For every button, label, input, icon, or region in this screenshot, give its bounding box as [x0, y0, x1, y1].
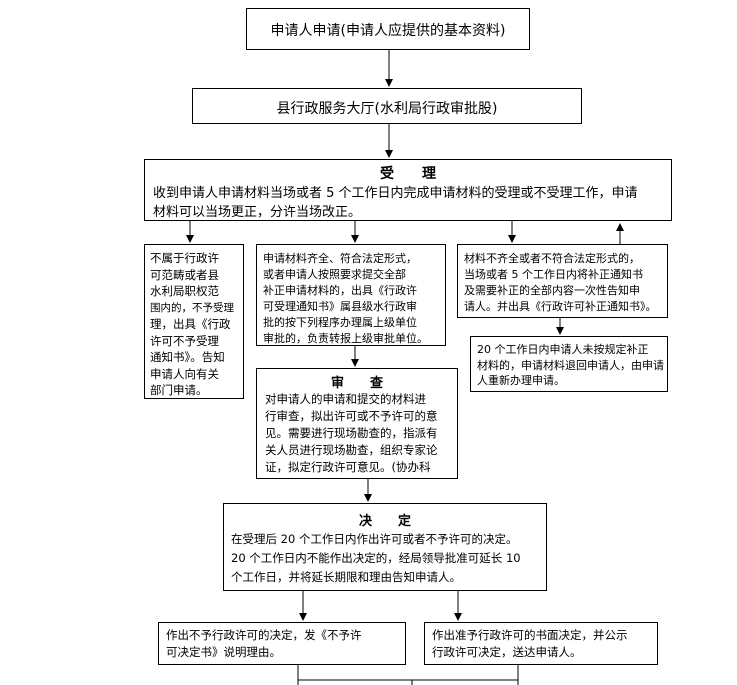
grant-line: 作出准予行政许可的书面决定，并公示	[432, 628, 628, 642]
decide-line: 在受理后 20 个工作日内作出许可或者不予许可的决定。	[231, 532, 518, 546]
apply-box: 申请人申请(申请人应提供的基本资料)	[246, 8, 530, 50]
apply-text: 申请人申请(申请人应提供的基本资料)	[270, 23, 506, 39]
incomplete-line: 请人。并出具《行政许可补正通知书》。	[464, 300, 657, 313]
overdue-line: 人重新办理申请。	[477, 374, 565, 387]
reject-line: 部门申请。	[150, 383, 208, 397]
overdue-line: 20 个工作日内申请人未按规定补正	[477, 343, 649, 356]
complete-line: 审批的，负责转报上级审批单位。	[263, 332, 428, 345]
grant-line: 行政许可决定，送达申请人。	[432, 645, 582, 659]
grant-box: 作出准予行政许可的书面决定，并公示 行政许可决定，送达申请人。	[424, 622, 658, 665]
review-line: 见。需要进行现场勘查的，指派有	[265, 426, 438, 440]
incomplete-line: 当场或者 5 个工作日内将补正通知书	[464, 268, 643, 281]
incomplete-line: 材料不齐全或者不符合法定形式的，	[464, 252, 640, 265]
reject-line: 不属于行政许	[150, 251, 219, 265]
reject-line: 水利局职权范	[150, 284, 219, 298]
overdue-box: 20 个工作日内申请人未按规定补正 材料的，申请材料退回申请人，由申请 人重新办…	[470, 336, 668, 392]
complete-line: 可受理通知书》属县级水行政审	[263, 300, 417, 313]
reject-line: 许可不予受理	[150, 333, 219, 348]
incomplete-box: 材料不齐全或者不符合法定形式的， 当场或者 5 个工作日内将补正通知书 及需要补…	[457, 244, 668, 318]
review-line: 证，拟定行政许可意见。(协办科	[265, 460, 431, 474]
complete-line: 补正申请材料的，出具《行政许	[263, 284, 417, 297]
deny-line: 可决定书》说明理由。	[166, 645, 281, 659]
reject-line: 申请人向有关	[150, 366, 219, 381]
overdue-line: 材料的，申请材料退回申请人，由申请	[477, 358, 664, 372]
decide-line: 20 个工作日内不能作出决定的，经局领导批准可延长 10	[231, 551, 521, 565]
review-box: 审 查 对申请人的申请和提交的材料进 行审查，拟出许可或不予许可的意 见。需要进…	[256, 368, 458, 479]
complete-line: 申请材料齐全、符合法定形式，	[263, 252, 417, 265]
complete-line: 或者申请人按照要求提交全部	[263, 268, 406, 281]
deny-line: 作出不予行政许可的决定，发《不予许	[166, 628, 362, 642]
reject-line: 围内的，不予受理	[150, 301, 234, 314]
accept-body-line-2: 材料可以当场更正，分许当场改正。	[153, 205, 362, 220]
accept-body-line-1: 收到申请人申请材料当场或者 5 个工作日内完成申请材料的受理或不受理工作，申请	[153, 186, 638, 201]
complete-box: 申请材料齐全、符合法定形式， 或者申请人按照要求提交全部 补正申请材料的，出具《…	[256, 244, 446, 346]
review-line: 关人员进行现场勘查，组织专家论	[265, 443, 438, 457]
review-line: 行审查，拟出许可或不予许可的意	[265, 409, 438, 423]
decide-title: 决 定	[358, 514, 411, 529]
hall-text: 县行政服务大厅(水利局行政审批股)	[276, 101, 498, 117]
deny-box: 作出不予行政许可的决定，发《不予许 可决定书》说明理由。	[158, 622, 406, 665]
hall-box: 县行政服务大厅(水利局行政审批股)	[192, 88, 582, 124]
accept-box: 受 理 收到申请人申请材料当场或者 5 个工作日内完成申请材料的受理或不受理工作…	[144, 159, 672, 221]
decide-line: 个工作日，并将延长期限和理由告知申请人。	[231, 570, 461, 584]
review-line: 对申请人的申请和提交的材料进	[265, 392, 426, 406]
incomplete-line: 及需要补正的全部内容一次性告知申	[464, 284, 640, 297]
reject-line: 通知书》。告知	[150, 350, 225, 364]
decide-box: 决 定 在受理后 20 个工作日内作出许可或者不予许可的决定。 20 个工作日内…	[223, 503, 547, 591]
accept-title: 受 理	[380, 166, 436, 182]
reject-box: 不属于行政许 可范畴或者县 水利局职权范 围内的，不予受理 理，出具《行政 许可…	[144, 244, 244, 399]
reject-line: 理，出具《行政	[150, 317, 231, 331]
reject-line: 可范畴或者县	[150, 267, 219, 282]
complete-line: 批的按下列程序办理属上级单位	[263, 316, 417, 329]
review-title: 审 查	[330, 376, 383, 391]
